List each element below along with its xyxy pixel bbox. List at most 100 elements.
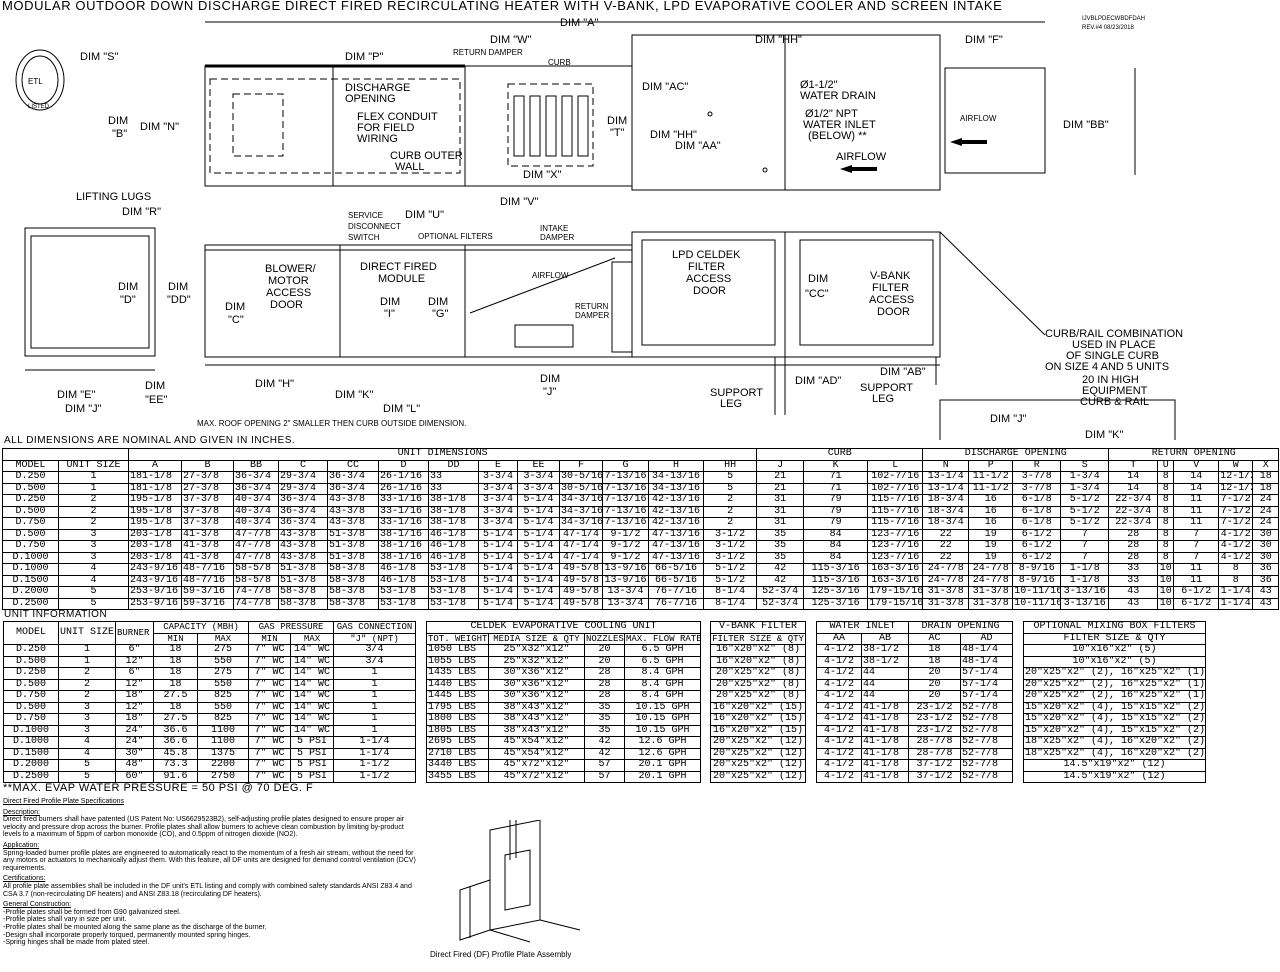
table-cell: 1: [58, 655, 116, 668]
table-cell: 3-3/4: [478, 482, 518, 495]
table-cell: 8: [1157, 540, 1175, 553]
table-cell: 4-1/2: [816, 759, 862, 772]
table-cell: 24: [1252, 494, 1280, 507]
table-row: 14.5"x19"x2" (12): [1023, 759, 1206, 772]
table-cell: 8: [1157, 528, 1175, 541]
table-cell: 34-13/16: [648, 482, 704, 495]
header-cell: R: [1012, 459, 1062, 472]
table-cell: 24-7/8: [922, 563, 970, 576]
table-cell: 21: [756, 482, 805, 495]
table-cell: 179-15/16: [867, 586, 924, 599]
table-cell: 10"x16"x2" (5): [1023, 655, 1206, 668]
label-dim-g: DIM: [428, 296, 448, 308]
table-cell: 42: [756, 574, 805, 587]
table-cell: 1-1/4: [1218, 586, 1254, 599]
table-cell: 38-1/16: [378, 528, 429, 541]
label-dim-cc: "CC": [805, 288, 829, 300]
table-cell: 23-1/2: [908, 724, 962, 737]
table-cell: 2200: [197, 759, 249, 772]
table-cell: 3-1/2: [702, 540, 758, 553]
table-cell: 1: [333, 713, 416, 726]
table-cell: 4: [58, 563, 129, 576]
table-cell: 24-7/8: [968, 563, 1014, 576]
label-dim-e: DIM "E": [57, 389, 95, 401]
table-cell: 53-1/8: [378, 597, 429, 610]
table-cell: 1100: [197, 736, 249, 749]
header-row: CELDEK EVAPORATIVE COOLING UNIT: [425, 621, 702, 634]
label-lpd-door: LPD CELDEK: [672, 249, 741, 261]
table-cell: 4-1/2: [816, 678, 862, 691]
table-cell: 11: [1173, 494, 1220, 507]
table-cell: 7: [1173, 528, 1220, 541]
label-dim-b: "B": [112, 128, 127, 140]
label-dim-c: "C": [228, 314, 244, 326]
table-cell: 5-1/4: [517, 597, 560, 610]
label-dim-k2: DIM "K": [1085, 429, 1123, 440]
table-cell: 4: [58, 736, 116, 749]
header-cell: K: [803, 459, 869, 472]
table-cell: 31-3/8: [922, 597, 970, 610]
table-cell: 1805 LBS: [426, 724, 489, 737]
notes-text: All profile plate assemblies shall be in…: [3, 882, 412, 898]
table-cell: 1445 LBS: [426, 690, 489, 703]
table-row: 20"x25"x2" (12): [710, 736, 806, 749]
table-cell: 20"x25"x2" (8): [710, 690, 806, 703]
table-cell: 8: [1157, 517, 1175, 530]
table-cell: 4-1/2: [816, 747, 862, 760]
table-cell: 30"x36"x12": [488, 667, 585, 680]
label-dim-dd: "DD": [167, 294, 191, 306]
table-cell: 34-3/16: [559, 505, 603, 518]
table-cell: 550: [197, 655, 249, 668]
table-cell: 38"x43"x12": [488, 724, 585, 737]
header-cell: FILTER SIZE & QTY: [710, 632, 806, 645]
label-equipment-curb: EQUIPMENT: [1082, 385, 1148, 397]
header-cell: EE: [517, 459, 560, 472]
table-cell: 34-13/16: [648, 471, 704, 484]
table-cell: 47-7/8: [233, 551, 279, 564]
table-cell: 4-1/2: [816, 701, 862, 714]
table-cell: 18-3/4: [922, 494, 970, 507]
table-cell: 52-7/8: [960, 724, 1014, 737]
table-cell: 7" WC: [248, 770, 291, 783]
drawing-views: MODULAR OUTDOOR DOWN DISCHARGE DIRECT FI…: [2, 0, 1183, 440]
table-cell: 3455 LBS: [426, 770, 489, 783]
table-cell: 14" WC: [290, 724, 334, 737]
table-cell: 3: [58, 701, 116, 714]
table-cell: 18": [115, 713, 154, 726]
table-row: 16"x20"x2" (15): [710, 724, 806, 737]
label-curb-rail: ON SIZE 4 AND 5 UNITS: [1045, 361, 1169, 373]
table-cell: 8: [1157, 551, 1175, 564]
table-cell: 1440 LBS: [426, 678, 489, 691]
table-cell: 1-1/8: [1060, 563, 1110, 576]
table-cell: 49-5/8: [559, 574, 603, 587]
header-row: FILTER SIZE & QTY: [710, 632, 806, 645]
table-cell: 16: [968, 494, 1014, 507]
table-cell: 18: [153, 655, 198, 668]
label-dim-t: DIM: [607, 115, 627, 127]
table-cell: 8: [1218, 574, 1254, 587]
table-cell: 7-1/2: [1218, 505, 1254, 518]
table-cell: 29-3/4: [278, 482, 328, 495]
label-return-damper: RETURN DAMPER: [453, 48, 523, 57]
notes-heading: General Construction:: [3, 901, 72, 909]
table-row: 20"x25"x2" (12): [710, 747, 806, 760]
table-cell: 24": [115, 736, 154, 749]
table-cell: 28: [584, 678, 625, 691]
table-cell: 1-3/4: [1060, 471, 1110, 484]
table-cell: 31-3/8: [922, 586, 970, 599]
table-cell: 53-1/8: [428, 574, 479, 587]
notes-heading: Application:: [3, 841, 40, 849]
table-cell: 36: [1252, 563, 1280, 576]
table-cell: D.1000: [3, 736, 59, 749]
header-cell: MAX: [290, 632, 334, 645]
table-cell: 28: [1108, 551, 1159, 564]
table-cell: 11: [1173, 505, 1220, 518]
table-cell: 2: [58, 690, 116, 703]
table-cell: 20"x25"x2" (2), 16"x25"x2" (1): [1023, 678, 1206, 691]
